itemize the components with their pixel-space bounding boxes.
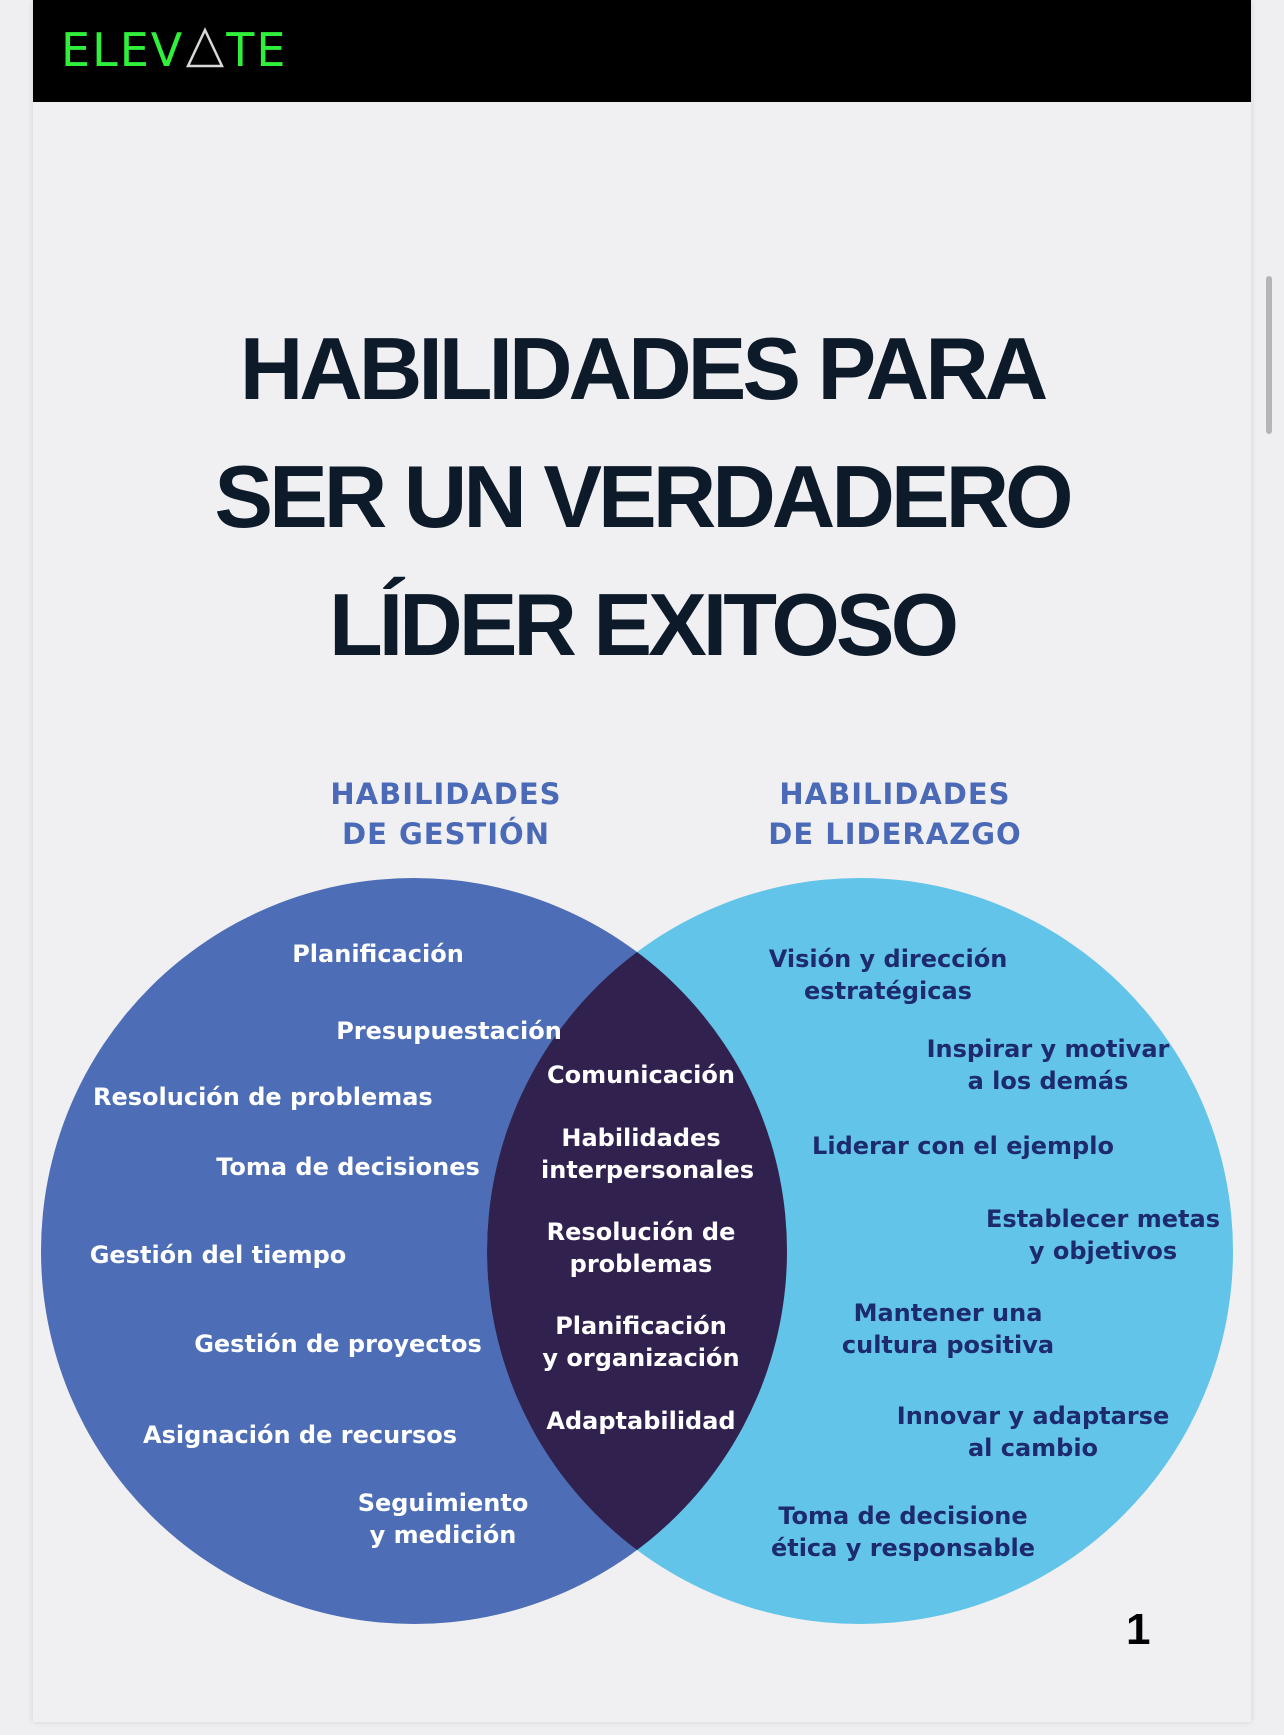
triangle-logo-icon (185, 22, 225, 84)
venn-diagram (41, 878, 1233, 1624)
gestion-item: Resolución de problemas (93, 1083, 433, 1111)
page-number: 1 (1126, 1605, 1151, 1654)
title-line-2: SER UN VERDADERO (214, 447, 1073, 546)
gestion-label: HABILIDADES DE GESTIÓN (330, 777, 562, 851)
page-title: HABILIDADES PARA SER UN VERDADERO LÍDER … (33, 305, 1251, 689)
intersection-item: Comunicación (547, 1061, 735, 1089)
intersection-region (487, 878, 787, 1624)
intersection-item: Adaptabilidad (546, 1407, 736, 1435)
gestion-item: Gestión del tiempo (89, 1241, 347, 1269)
gestion-item: Planificación (292, 940, 464, 968)
gestion-item: Toma de decisiones (216, 1153, 480, 1181)
title-line-3: LÍDER EXITOSO (328, 575, 959, 674)
liderazgo-item: Liderar con el ejemplo (812, 1132, 1114, 1160)
gestion-item: Gestión de proyectos (194, 1330, 482, 1358)
scrollbar-thumb[interactable] (1266, 276, 1272, 434)
title-line-1: HABILIDADES PARA (239, 319, 1049, 418)
gestion-item: Asignación de recursos (143, 1421, 458, 1449)
liderazgo-label: HABILIDADES DE LIDERAZGO (768, 777, 1022, 851)
gestion-item: Presupuestación (336, 1017, 562, 1045)
